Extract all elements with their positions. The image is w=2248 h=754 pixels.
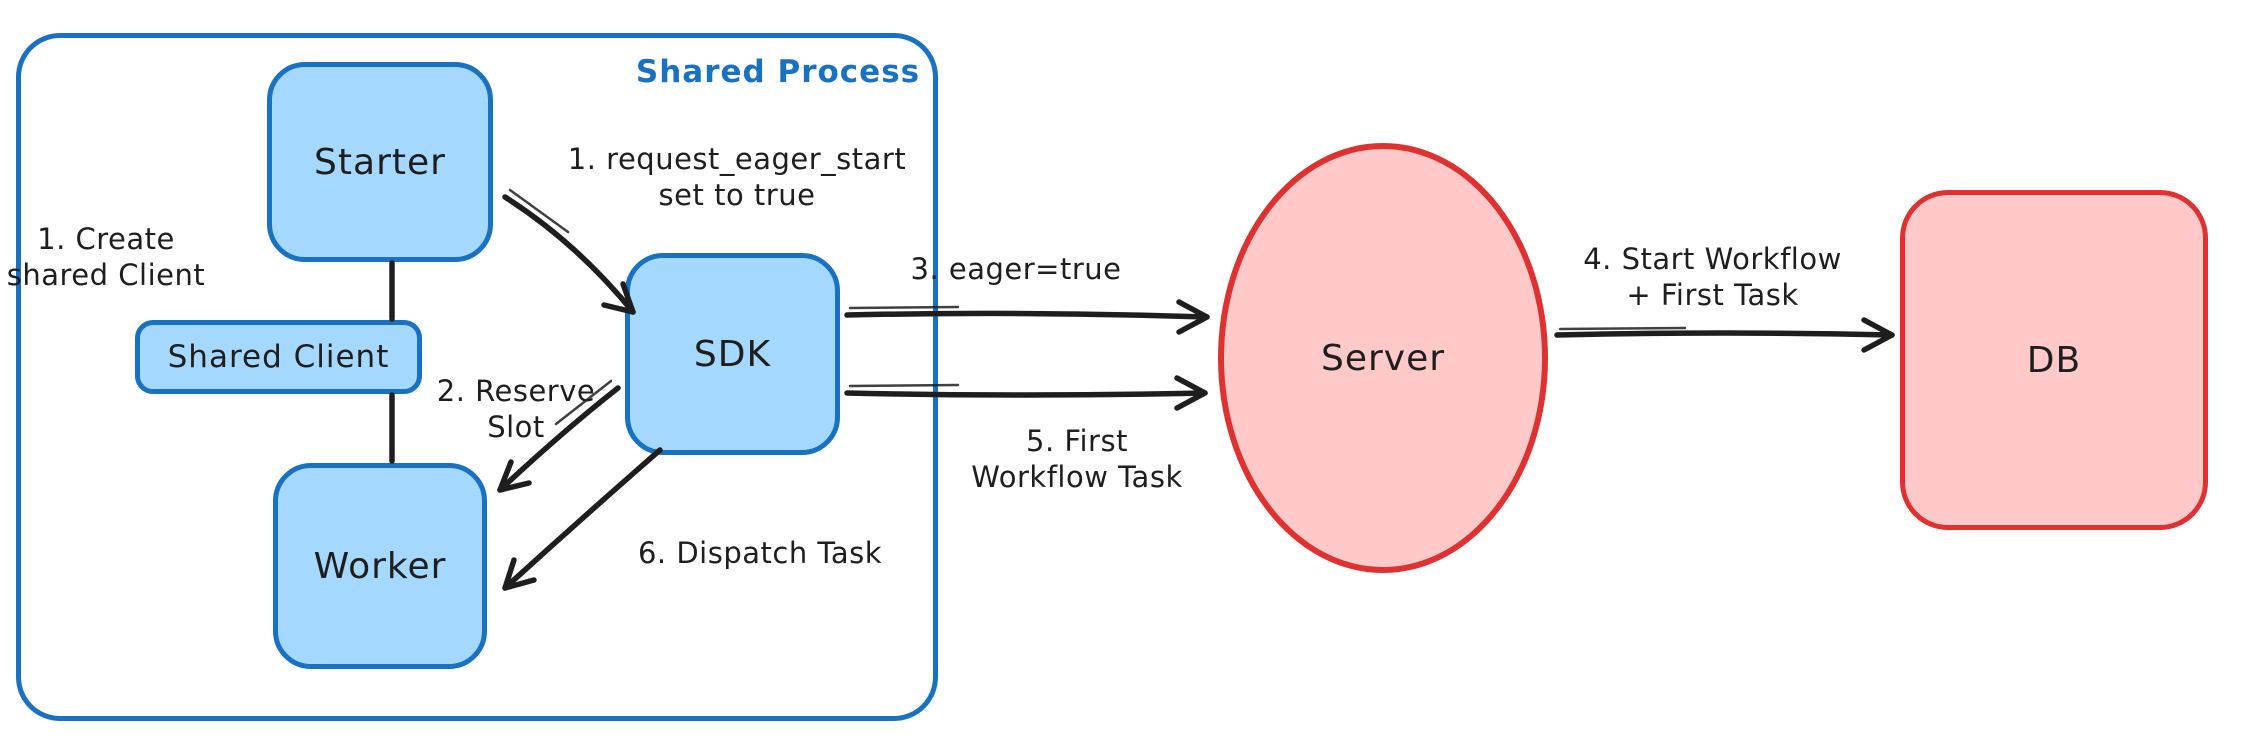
sdk-node: SDK [625,253,840,455]
first-workflow-task-label: 5. First Workflow Task [971,424,1183,494]
shared-client-node: Shared Client [135,320,422,394]
shared-client-label: Shared Client [167,339,390,375]
shared-process-title: Shared Process [635,54,921,90]
shared-process-container [16,33,938,721]
starter-node: Starter [267,62,493,262]
eager-true-label: 3. eager=true [910,252,1122,286]
arrow-server-to-db [1554,317,1895,353]
dispatch-task-label: 6. Dispatch Task [637,536,883,570]
db-label: DB [2026,339,2082,381]
sdk-label: SDK [693,333,772,375]
start-workflow-first-task-label: 4. Start Workflow + First Task [1583,242,1842,312]
create-shared-client-label: 1. Create shared Client [6,222,206,292]
server-label: Server [1320,337,1446,379]
server-node: Server [1218,143,1548,573]
db-node: DB [1900,190,2208,530]
worker-node: Worker [273,463,487,669]
worker-label: Worker [313,545,447,587]
starter-label: Starter [314,141,446,183]
request-eager-start-label: 1. request_eager_start set to true [567,142,907,212]
reserve-slot-label: 2. Reserve Slot [436,374,596,444]
